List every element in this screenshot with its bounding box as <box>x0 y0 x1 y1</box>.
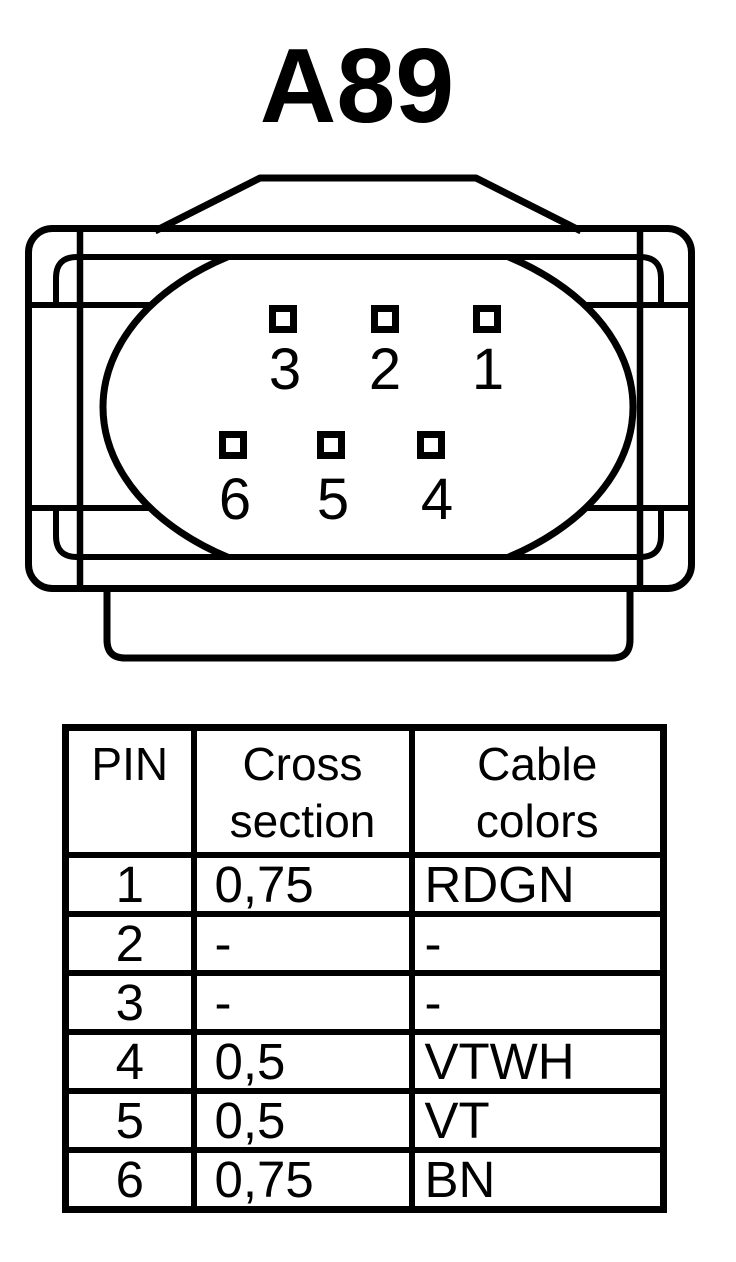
table-row: 5 0,5 VT <box>62 1088 667 1153</box>
pin-square-1 <box>473 305 501 333</box>
table-row: 6 0,75 BN <box>62 1147 667 1213</box>
pin-assignment-table: PIN Cross section Cable colors 1 0,75 RD… <box>62 724 667 1213</box>
pin-cell: 4 <box>62 1029 197 1094</box>
connector-diagram: A89 3 2 1 6 5 4 <box>25 27 695 662</box>
cable-color-cell: RDGN <box>408 852 667 917</box>
cross-section-cell: 0,75 <box>190 1147 415 1213</box>
pin-label-5: 5 <box>317 467 349 532</box>
table-row: 4 0,5 VTWH <box>62 1029 667 1094</box>
cable-color-cell: VTWH <box>408 1029 667 1094</box>
pin-label-2: 2 <box>369 337 401 402</box>
keying-tab <box>153 174 583 235</box>
pin-cell: 2 <box>62 911 197 976</box>
pin-square-3 <box>269 305 297 333</box>
pin-square-5 <box>317 431 345 459</box>
housing-outline <box>25 225 695 592</box>
pin-square-6 <box>219 431 247 459</box>
table-row: 2 - - <box>62 911 667 976</box>
cross-section-cell: - <box>190 970 415 1035</box>
cable-color-cell: VT <box>408 1088 667 1153</box>
header-cable-colors: Cable colors <box>408 724 667 858</box>
inner-cavity-upper-outline <box>53 254 664 305</box>
pin-label-3: 3 <box>269 337 301 402</box>
cable-color-cell: BN <box>408 1147 667 1213</box>
pin-cell: 5 <box>62 1088 197 1153</box>
cross-section-cell: 0,5 <box>190 1029 415 1094</box>
pin-label-4: 4 <box>421 467 453 532</box>
seal-ellipse <box>99 260 637 554</box>
cross-section-cell: 0,5 <box>190 1088 415 1153</box>
inner-cavity-lower-outline <box>53 508 664 560</box>
rear-extension <box>103 586 634 662</box>
pin-cell: 3 <box>62 970 197 1035</box>
header-cross-section: Cross section <box>190 724 415 858</box>
pin-label-1: 1 <box>472 337 504 402</box>
pin-label-6: 6 <box>219 467 251 532</box>
pin-cell: 1 <box>62 852 197 917</box>
table-row: 1 0,75 RDGN <box>62 852 667 917</box>
pin-square-2 <box>371 305 399 333</box>
pin-square-4 <box>417 431 445 459</box>
connector-title: A89 <box>260 27 454 145</box>
cable-color-cell: - <box>408 911 667 976</box>
table-row: 3 - - <box>62 970 667 1035</box>
cable-color-cell: - <box>408 970 667 1035</box>
cross-section-cell: - <box>190 911 415 976</box>
cross-section-cell: 0,75 <box>190 852 415 917</box>
pin-cell: 6 <box>62 1147 197 1213</box>
header-pin: PIN <box>62 724 197 858</box>
table-header-row: PIN Cross section Cable colors <box>62 724 667 858</box>
